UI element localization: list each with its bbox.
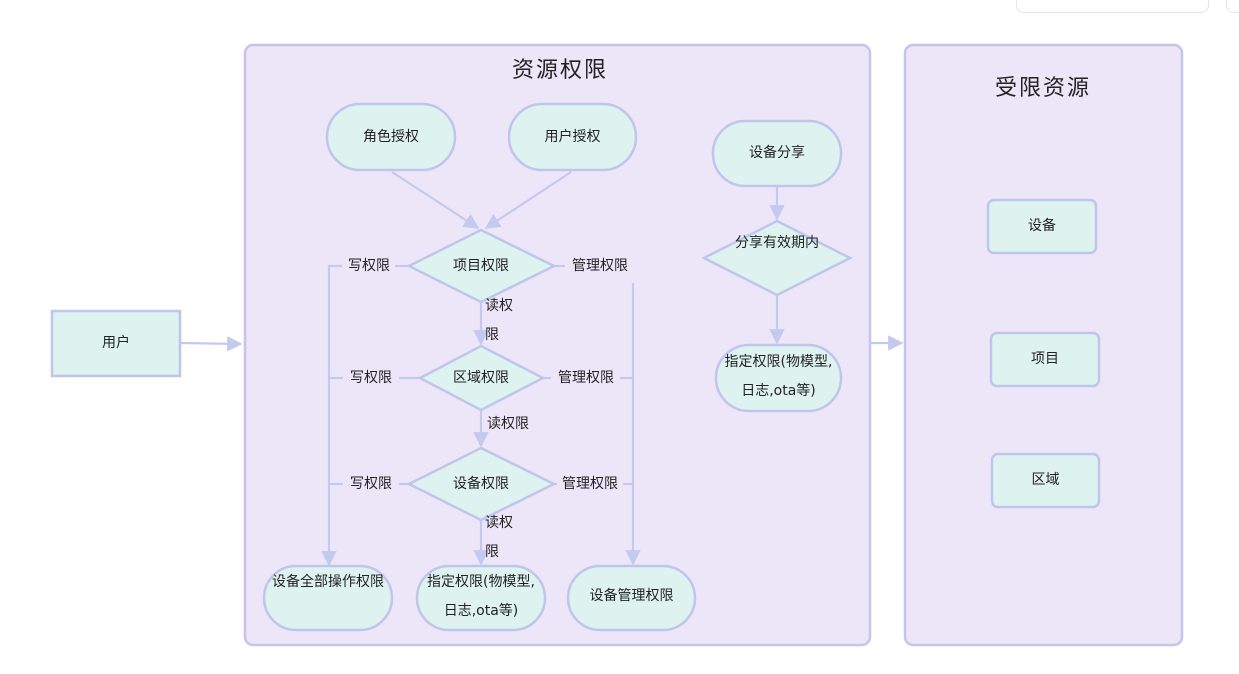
- toolbar-fragment: [1016, 0, 1209, 13]
- specified-perm-node: [415, 564, 547, 632]
- edge-role-to-project: [391, 171, 480, 229]
- res-device-label: 设备: [1028, 218, 1056, 234]
- res-project-node: [989, 331, 1101, 388]
- edge-user-to-panel: [180, 336, 243, 352]
- edge-label-read-project: 读权限: [485, 298, 513, 343]
- user-auth-label: 用户授权: [544, 129, 601, 145]
- area-perm-label: 区域权限: [453, 370, 509, 386]
- res-area-label: 区域: [1031, 472, 1060, 488]
- edge-label-read-device: 读权限: [485, 515, 513, 560]
- role-auth-label: 角色授权: [363, 129, 419, 145]
- device-mgmt-perm-node: [566, 564, 697, 632]
- user-label: 用户: [102, 335, 130, 351]
- user-node: [50, 309, 182, 378]
- specified-perm-label: 指定权限(物模型,日志,ota等): [427, 574, 535, 619]
- device-share-node: [711, 119, 843, 188]
- toolbar-fragment-edge: [1226, 0, 1239, 13]
- device-perm-diamond: [406, 446, 557, 522]
- device-mgmt-perm-label: 设备管理权限: [589, 588, 674, 604]
- share-validity-diamond: [701, 219, 853, 297]
- role-auth-node: [325, 102, 457, 172]
- edge-write1-to-allops: [321, 264, 342, 567]
- specified-perm-share-label: 指定权限(物模型,日志,ota等): [724, 354, 833, 399]
- edge-label-read-area: 读权限: [487, 416, 529, 432]
- all-ops-perm-label: 设备全部操作权限: [272, 574, 384, 590]
- resource-permission-title: 资源权限: [511, 58, 608, 83]
- edge-label-write-area: 写权限: [350, 370, 392, 386]
- share-validity-label: 分享有效期内: [735, 235, 819, 251]
- res-area-node: [990, 452, 1101, 509]
- edge-user-auth-to-project: [484, 171, 572, 229]
- project-perm-diamond: [406, 228, 557, 304]
- device-perm-label: 设备权限: [453, 476, 509, 492]
- res-project-label: 项目: [1031, 351, 1059, 367]
- device-share-label: 设备分享: [749, 145, 805, 161]
- project-perm-label: 项目权限: [453, 258, 509, 274]
- restricted-resources-title: 受限资源: [994, 76, 1091, 101]
- edge-label-write-project: 写权限: [348, 258, 390, 274]
- edge-label-manage-project: 管理权限: [572, 258, 628, 274]
- specified-perm-share-node: [714, 343, 843, 413]
- edge-label-manage-device: 管理权限: [562, 476, 618, 492]
- res-device-node: [986, 198, 1098, 255]
- all-ops-perm-node: [262, 564, 394, 632]
- edge-label-write-device: 写权限: [350, 476, 392, 492]
- edge-label-manage-area: 管理权限: [558, 370, 614, 386]
- resource-permission-panel: [243, 43, 872, 647]
- user-auth-node: [507, 102, 638, 172]
- area-perm-diamond: [417, 344, 546, 412]
